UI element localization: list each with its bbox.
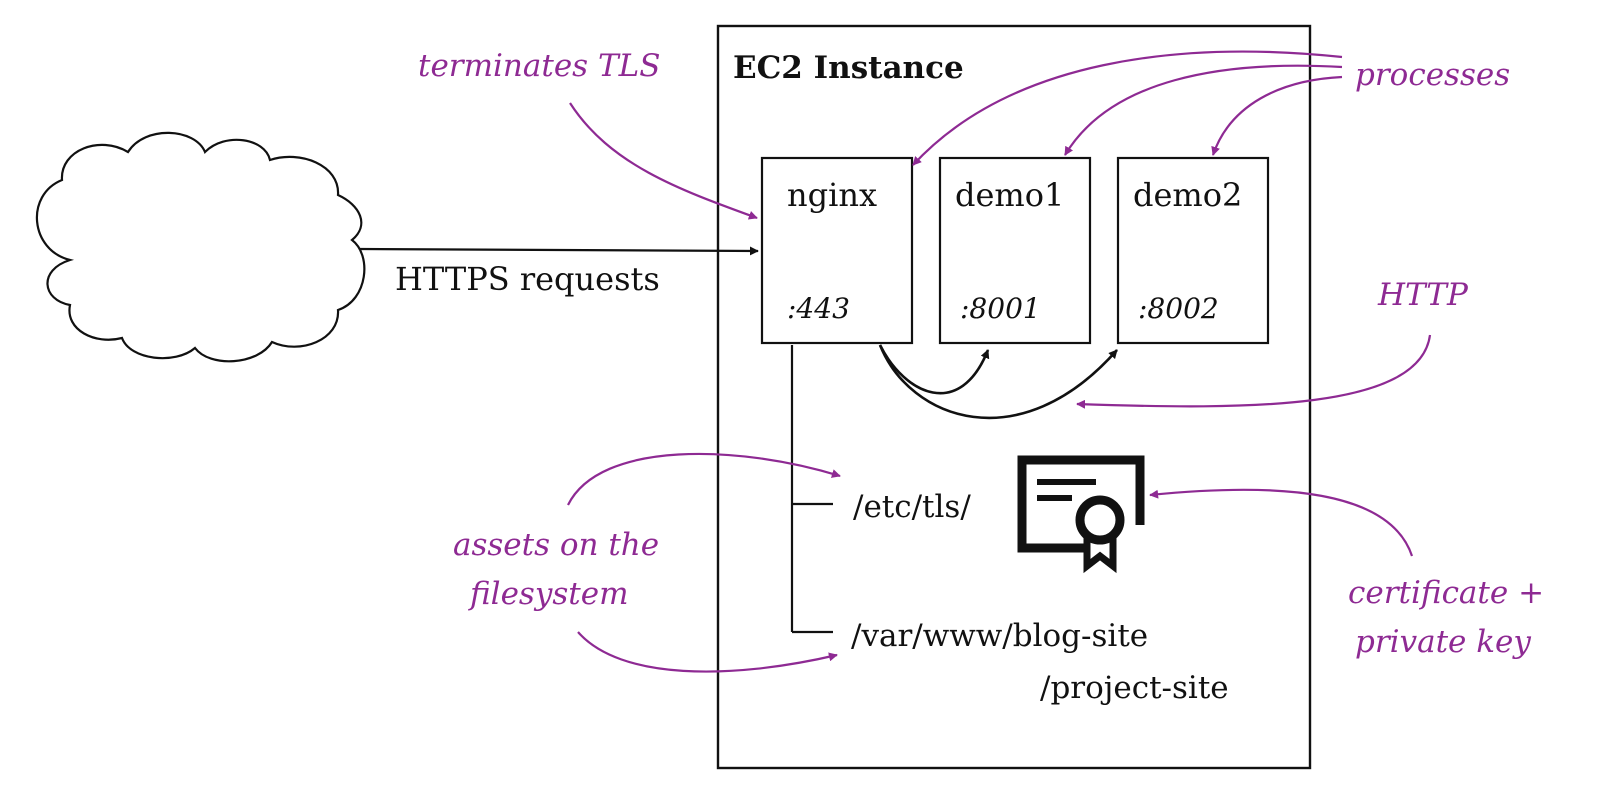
www-path-2: /project-site — [1040, 670, 1229, 706]
ec2-instance-box — [716, 24, 1312, 770]
cloud-icon — [36, 131, 366, 363]
www-path: /var/www/blog-site — [851, 618, 1148, 654]
process-port: :443 — [787, 292, 850, 325]
annotation-arrow-processes-demo1 — [1064, 64, 1343, 156]
annotation-arrow-assets-www — [577, 631, 838, 673]
annotation-processes: processes — [1355, 57, 1510, 93]
https-request-label: HTTPS requests — [395, 260, 660, 298]
proxy-arrow-demo2 — [878, 344, 1118, 420]
annotation-http: HTTP — [1377, 277, 1469, 313]
process-name: nginx — [787, 176, 877, 214]
tls-path: /etc/tls/ — [853, 489, 971, 525]
annotation-cert-line1: certificate + — [1348, 575, 1544, 611]
filesystem-tree-line — [790, 345, 833, 634]
annotation-arrow-processes-nginx — [912, 50, 1343, 166]
annotation-arrow-assets-tls — [567, 452, 841, 506]
process-demo2: demo2 :8002 — [1116, 156, 1270, 345]
process-name: demo2 — [1133, 176, 1242, 214]
instance-title: EC2 Instance — [733, 50, 964, 86]
process-port: :8001 — [960, 292, 1041, 325]
annotation-arrow-tls — [569, 102, 758, 220]
annotation-terminates-tls: terminates TLS — [418, 48, 660, 84]
process-demo1: demo1 :8001 — [938, 156, 1092, 345]
proxy-arrow-demo1 — [878, 344, 990, 395]
annotation-cert-line2: private key — [1355, 624, 1531, 660]
certificate-icon — [1017, 455, 1145, 574]
annotation-assets-line1: assets on the — [453, 527, 659, 563]
https-request-arrow — [359, 246, 759, 256]
process-name: demo1 — [955, 176, 1064, 214]
annotation-arrow-processes-demo2 — [1211, 75, 1343, 156]
process-port: :8002 — [1138, 292, 1219, 325]
process-nginx: nginx :443 — [760, 156, 914, 345]
annotation-arrow-cert — [1149, 488, 1414, 557]
annotation-arrow-http — [1076, 334, 1432, 409]
annotation-assets-line2: filesystem — [468, 576, 628, 612]
